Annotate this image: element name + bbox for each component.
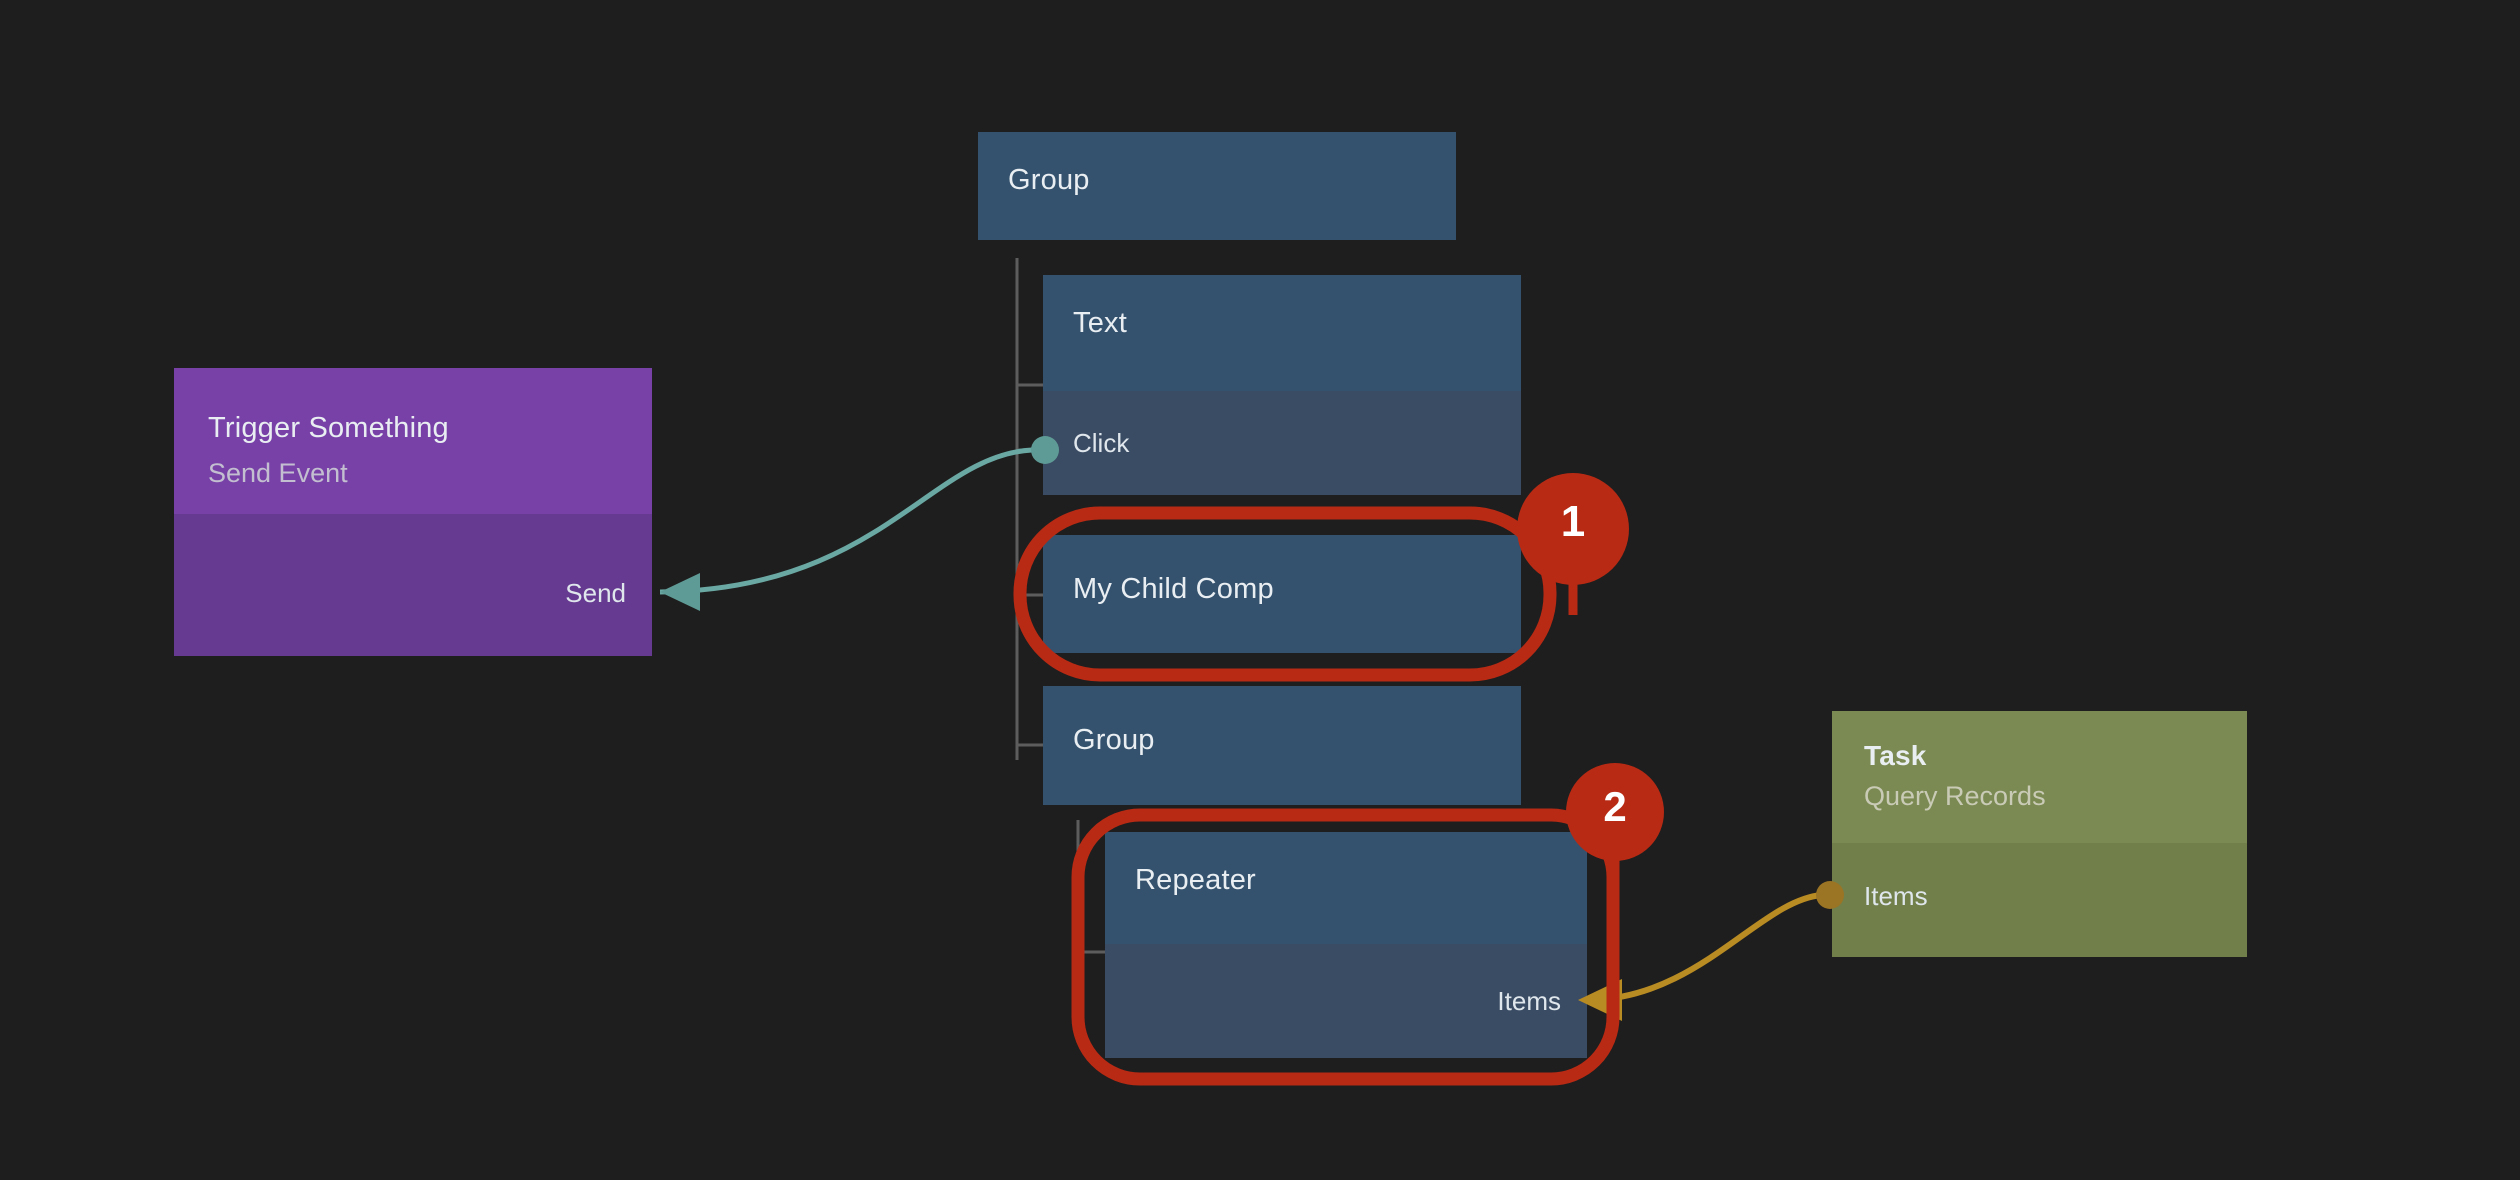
edge-items-to-items bbox=[1578, 892, 1823, 1021]
connector-dot-click[interactable] bbox=[1031, 436, 1059, 464]
node-subtitle: Send Event bbox=[208, 458, 348, 488]
node-title: Task bbox=[1864, 740, 1927, 771]
node-title: Group bbox=[1073, 724, 1155, 756]
node-title: Group bbox=[1008, 164, 1090, 196]
node-group-inner[interactable]: Group bbox=[1043, 686, 1521, 805]
node-header: Trigger Something Send Event bbox=[174, 368, 652, 514]
node-header: Group bbox=[978, 132, 1456, 240]
node-header: Repeater bbox=[1105, 832, 1587, 944]
annotation-badge-2: 2 bbox=[1603, 783, 1627, 830]
node-subtitle: Query Records bbox=[1864, 781, 2046, 811]
input-port-click[interactable]: Click bbox=[1073, 428, 1130, 458]
node-header: Group bbox=[1043, 686, 1521, 805]
node-text[interactable]: Text Click bbox=[1043, 275, 1521, 495]
node-repeater[interactable]: Repeater Items bbox=[1105, 832, 1587, 1058]
connector-dot-items[interactable] bbox=[1816, 881, 1844, 909]
annotation-badge-1: 1 bbox=[1560, 497, 1586, 546]
node-header: Text bbox=[1043, 275, 1521, 391]
node-header: My Child Comp bbox=[1043, 535, 1521, 653]
node-title: My Child Comp bbox=[1073, 573, 1274, 605]
node-task[interactable]: Task Query Records Items bbox=[1832, 711, 2247, 957]
input-port-items[interactable]: Items bbox=[1497, 986, 1561, 1016]
node-trigger-something[interactable]: Trigger Something Send Event Send bbox=[174, 368, 652, 656]
node-header: Task Query Records bbox=[1832, 711, 2247, 843]
node-title: Repeater bbox=[1135, 864, 1256, 896]
node-my-child-comp[interactable]: My Child Comp bbox=[1043, 535, 1521, 653]
node-body: Items bbox=[1105, 944, 1587, 1058]
node-body: Click bbox=[1043, 391, 1521, 495]
node-group-root[interactable]: Group bbox=[978, 132, 1456, 240]
node-title: Trigger Something bbox=[208, 412, 449, 444]
node-body: Send bbox=[174, 514, 652, 656]
edge-click-to-send bbox=[659, 447, 1033, 611]
output-port-send[interactable]: Send bbox=[565, 578, 626, 608]
output-port-items[interactable]: Items bbox=[1864, 881, 1928, 911]
node-title: Text bbox=[1073, 307, 1127, 339]
node-body: Items bbox=[1832, 843, 2247, 957]
